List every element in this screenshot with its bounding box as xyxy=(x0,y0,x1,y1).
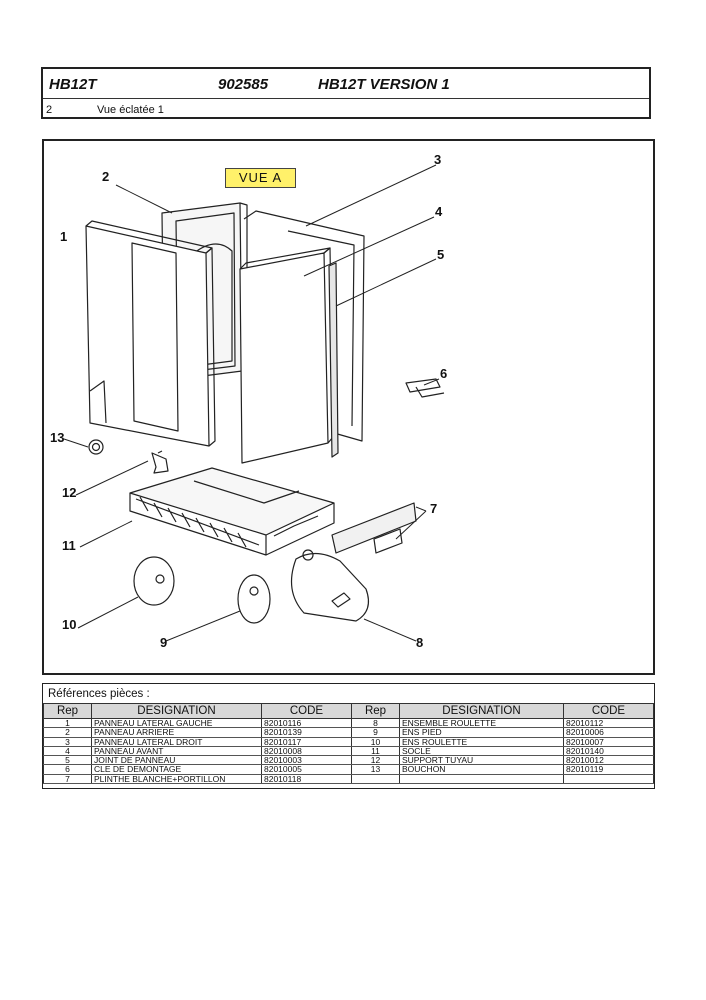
code-cell: 82010116 xyxy=(261,718,352,729)
view-a-label: VUE A xyxy=(225,168,296,188)
callout-4: 4 xyxy=(435,204,443,219)
rep-cell: 9 xyxy=(351,727,400,738)
designation-cell: PANNEAU ARRIERE xyxy=(91,727,262,738)
column-header: Rep xyxy=(43,703,92,719)
rep-cell: 8 xyxy=(351,718,400,729)
callout-2: 2 xyxy=(102,169,110,184)
leader-lines xyxy=(63,164,440,642)
column-header: CODE xyxy=(563,703,654,719)
code-cell: 82010006 xyxy=(563,727,654,738)
designation-cell: PANNEAU LATERAL GAUCHE xyxy=(91,718,262,729)
designation-cell: ENSEMBLE ROULETTE xyxy=(399,718,564,729)
parts-table: Rep DESIGNATION CODE Rep DESIGNATION COD… xyxy=(43,703,654,785)
rep-cell: 13 xyxy=(351,764,400,775)
rep-cell xyxy=(351,774,400,785)
table-row: 2 PANNEAU ARRIERE 82010139 9 ENS PIED 82… xyxy=(43,727,654,738)
code-cell: 82010117 xyxy=(261,737,352,747)
table-row: 1 PANNEAU LATERAL GAUCHE 82010116 8 ENSE… xyxy=(43,718,654,729)
front-panel-drawing xyxy=(239,247,334,464)
rep-cell: 3 xyxy=(43,737,92,747)
base-frame-drawing xyxy=(129,467,335,556)
document-header: HB12T 902585 HB12T VERSION 1 2 Vue éclat… xyxy=(41,67,651,119)
code-cell: 82010005 xyxy=(261,764,352,775)
code-cell: 82010007 xyxy=(563,737,654,747)
designation-cell xyxy=(399,774,564,785)
designation-cell: BOUCHON xyxy=(399,764,564,775)
door-drawing xyxy=(373,528,403,554)
parts-references: Références pièces : Rep DESIGNATION CODE… xyxy=(42,683,655,789)
callout-8: 8 xyxy=(416,635,424,650)
code-cell: 82010008 xyxy=(261,746,352,757)
designation-cell: PANNEAU LATERAL DROIT xyxy=(91,737,262,747)
version-title: HB12T VERSION 1 xyxy=(318,76,450,93)
designation-cell: ENS PIED xyxy=(399,727,564,738)
code-cell: 82010112 xyxy=(563,718,654,729)
table-row: 3 PANNEAU LATERAL DROIT 82010117 10 ENS … xyxy=(43,737,654,747)
exploded-view-drawing xyxy=(63,164,445,642)
rep-cell: 2 xyxy=(43,727,92,738)
rep-cell: 7 xyxy=(43,774,92,785)
left-panel-drawing xyxy=(85,220,216,447)
code-cell: 82010003 xyxy=(261,755,352,766)
table-row: 5 JOINT DE PANNEAU 82010003 12 SUPPORT T… xyxy=(43,755,654,766)
rep-cell: 4 xyxy=(43,746,92,757)
rep-cell: 1 xyxy=(43,718,92,729)
code-cell: 82010119 xyxy=(563,764,654,775)
parts-table-header: Rep DESIGNATION CODE Rep DESIGNATION COD… xyxy=(43,703,654,719)
code-cell: 82010140 xyxy=(563,746,654,757)
rep-cell: 10 xyxy=(351,737,400,747)
right-panel-drawing xyxy=(243,210,365,442)
table-row: 7 PLINTHE BLANCHE+PORTILLON 82010118 xyxy=(43,774,654,785)
callout-10: 10 xyxy=(62,617,77,632)
exploded-view-diagram: VUE A 2 3 4 5 1 6 13 12 7 11 10 9 8 xyxy=(42,139,655,675)
callout-13: 13 xyxy=(50,430,65,445)
callout-11: 11 xyxy=(62,538,76,553)
designation-cell: PLINTHE BLANCHE+PORTILLON xyxy=(91,774,262,785)
page-number: 2 xyxy=(46,104,53,116)
roller-group-outline xyxy=(290,552,369,622)
table-row: 4 PANNEAU AVANT 82010008 11 SOCLE 820101… xyxy=(43,746,654,757)
plinth-drawing xyxy=(331,502,417,554)
parts-title: Références pièces : xyxy=(48,688,150,700)
model-name: HB12T xyxy=(49,76,97,93)
designation-cell: SOCLE xyxy=(399,746,564,757)
designation-cell: CLE DE DEMONTAGE xyxy=(91,764,262,775)
column-header: DESIGNATION xyxy=(91,703,262,719)
column-header: DESIGNATION xyxy=(399,703,564,719)
designation-cell: SUPPORT TUYAU xyxy=(399,755,564,766)
key-drawing xyxy=(405,378,445,398)
cap-drawing xyxy=(88,439,104,455)
designation-cell: PANNEAU AVANT xyxy=(91,746,262,757)
header-divider xyxy=(43,98,649,99)
callout-6: 6 xyxy=(440,366,448,381)
hose-support-drawing xyxy=(151,450,169,474)
foot-group-outline xyxy=(237,574,271,624)
callout-1: 1 xyxy=(60,229,68,244)
code-cell xyxy=(563,774,654,785)
rep-cell: 6 xyxy=(43,764,92,775)
column-header: Rep xyxy=(351,703,400,719)
column-header: CODE xyxy=(261,703,352,719)
callout-12: 12 xyxy=(62,485,77,500)
code-cell: 82010139 xyxy=(261,727,352,738)
table-row: 6 CLE DE DEMONTAGE 82010005 13 BOUCHON 8… xyxy=(43,764,654,775)
callout-9: 9 xyxy=(160,635,168,650)
reference-number: 902585 xyxy=(218,76,269,93)
code-cell: 82010012 xyxy=(563,755,654,766)
rep-cell: 5 xyxy=(43,755,92,766)
rep-cell: 12 xyxy=(351,755,400,766)
designation-cell: ENS ROULETTE xyxy=(399,737,564,747)
designation-cell: JOINT DE PANNEAU xyxy=(91,755,262,766)
panel-joint-drawing xyxy=(328,262,339,458)
callout-7: 7 xyxy=(430,501,438,516)
callout-5: 5 xyxy=(437,247,445,262)
callout-3: 3 xyxy=(434,152,442,167)
roller-group-outline-10 xyxy=(133,556,175,606)
code-cell: 82010118 xyxy=(261,774,352,785)
rep-cell: 11 xyxy=(351,746,400,757)
view-title: Vue éclatée 1 xyxy=(97,104,164,116)
